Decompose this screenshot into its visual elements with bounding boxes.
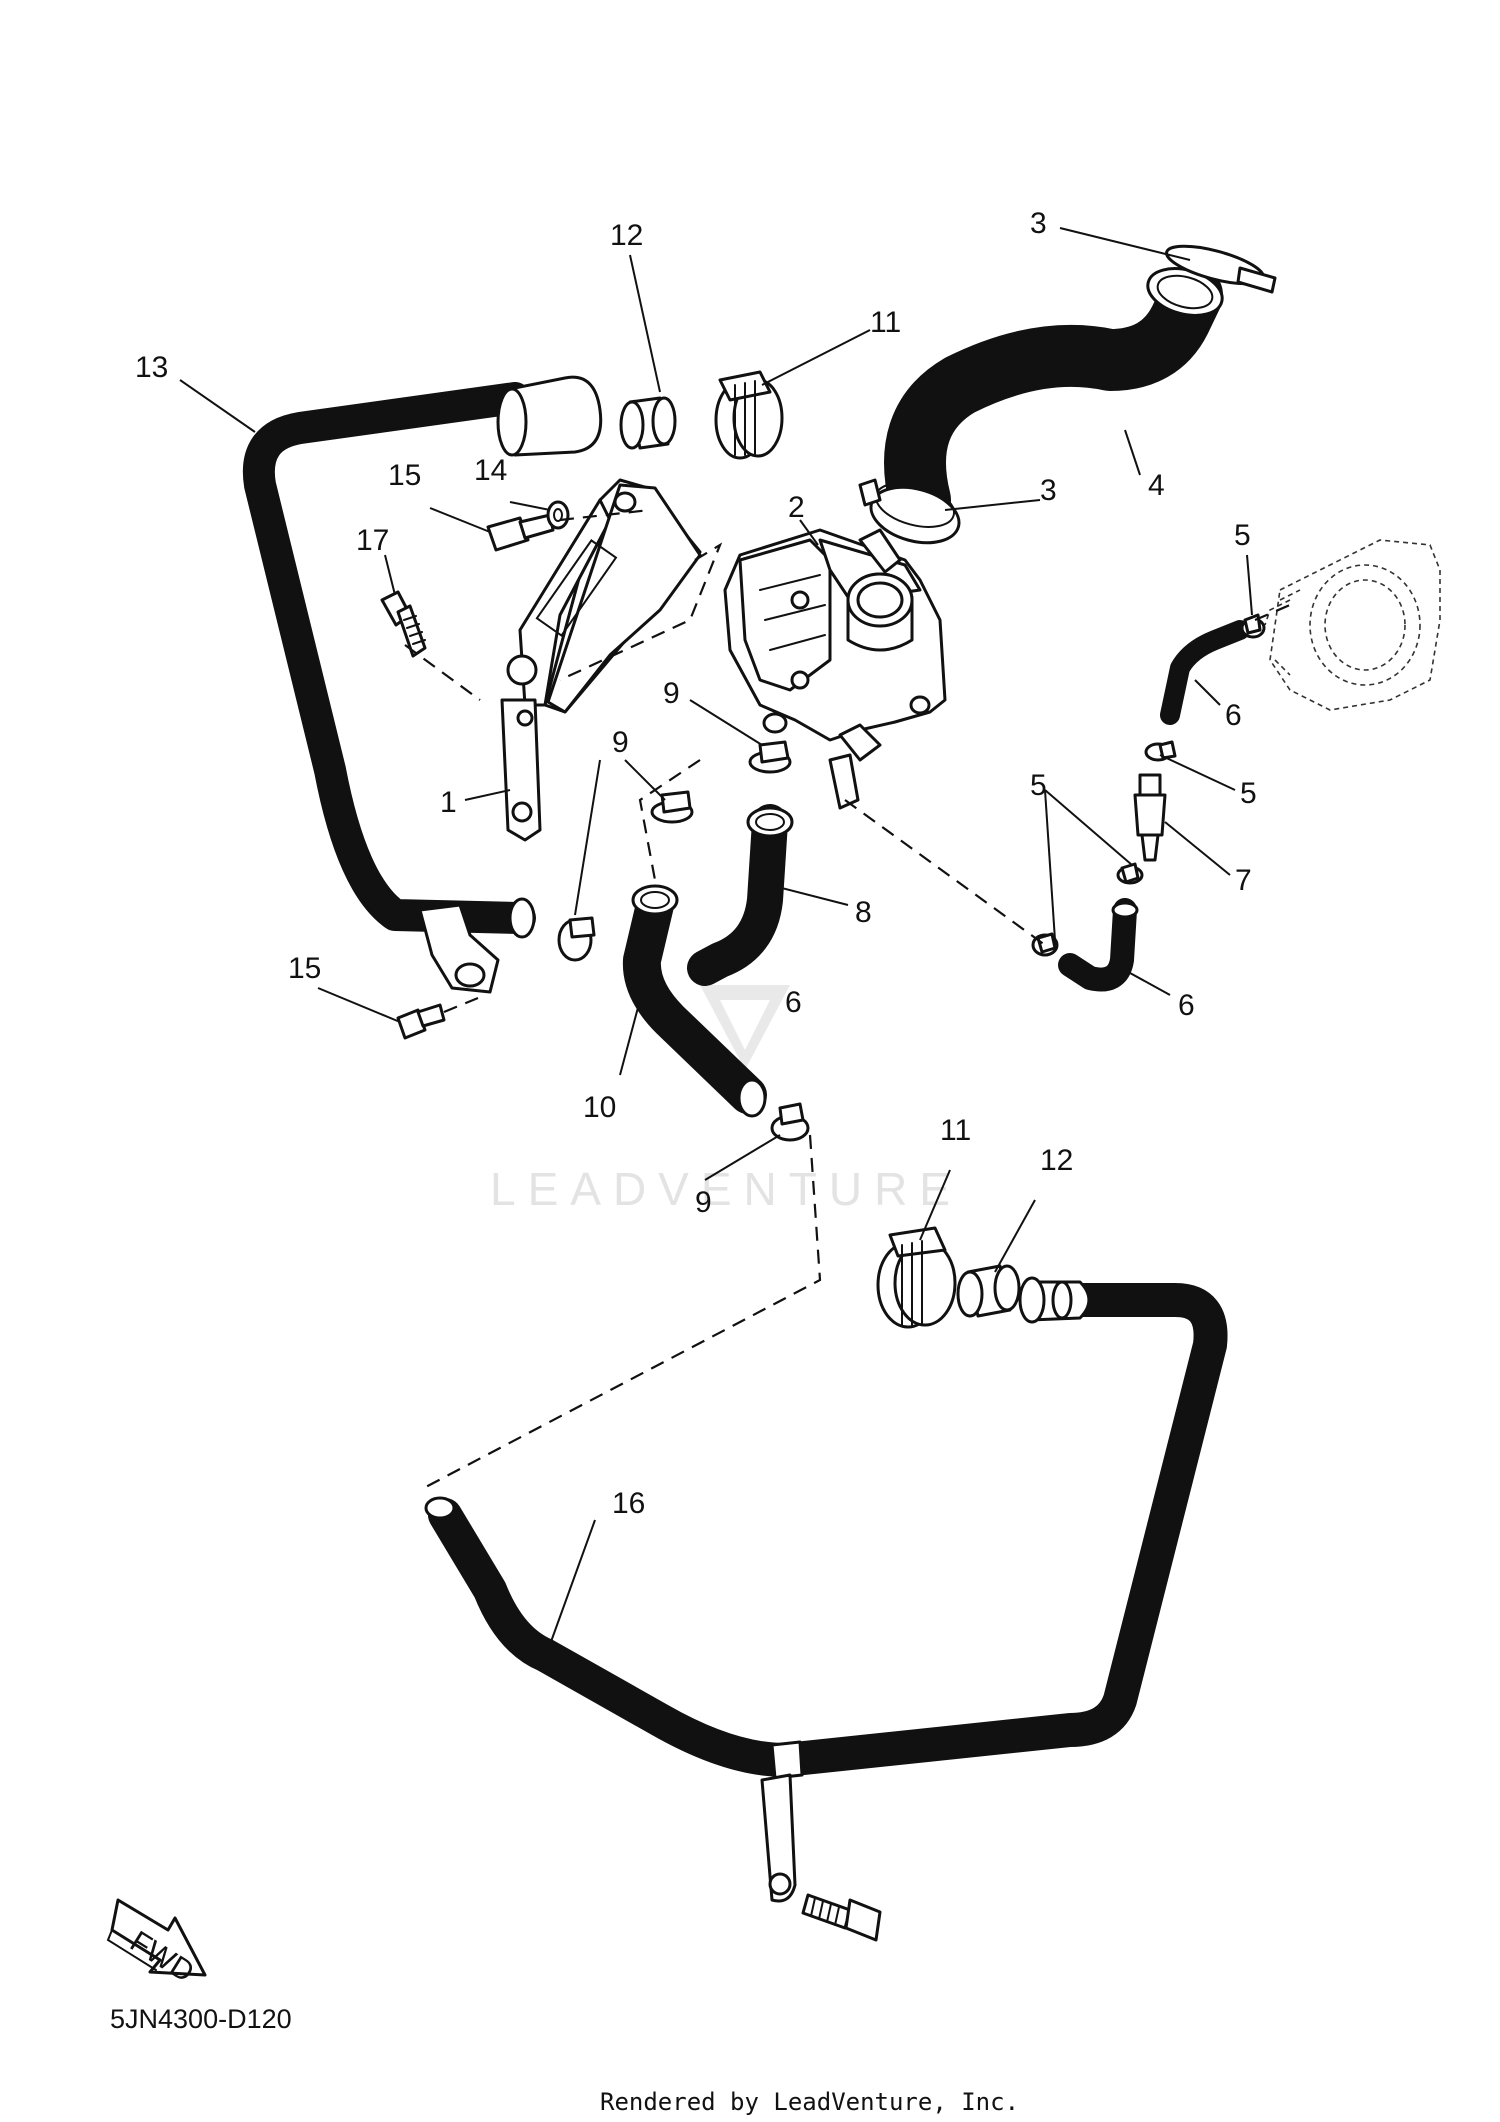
callout-6-center: 6: [785, 986, 802, 1019]
part-3-hose-clamp-upper: [1165, 244, 1277, 294]
part-9-clamp-d: [770, 1102, 810, 1142]
callout-8: 8: [855, 896, 872, 929]
callout-labels: 3 12 11 13 4 3 15 14 2 17 5 9 9 6 5 1 5 …: [135, 207, 1257, 1520]
part-2-air-valve: [723, 528, 947, 810]
part-3-hose-clamp-lower: [858, 478, 961, 545]
part-16-air-pipe: [424, 1276, 1228, 1903]
part-9-clamp-b: [650, 790, 694, 824]
part-15-bolt-upper: [486, 513, 555, 552]
callout-11-upper: 11: [870, 306, 901, 339]
callout-15-upper: 15: [388, 459, 421, 492]
part-6-hose-lower-right: [1058, 898, 1139, 992]
part-9-clamp-c: [557, 916, 596, 962]
part-13-air-pipe: [242, 375, 603, 994]
cylinder-cover-reference: [1264, 539, 1441, 711]
callout-12-upper: 12: [610, 219, 643, 252]
callout-5-mid: 5: [1030, 769, 1047, 802]
callout-6-lower-right: 6: [1178, 989, 1195, 1022]
part-4-hose: [884, 264, 1224, 531]
callout-12-lower: 12: [1040, 1144, 1073, 1177]
callout-2: 2: [788, 491, 805, 524]
watermark-text: LEADVENTURE: [490, 1163, 962, 1215]
part-5-clamp-c: [1116, 862, 1144, 885]
callout-5-right: 5: [1240, 777, 1257, 810]
callout-4: 4: [1148, 469, 1165, 502]
callout-9-center: 9: [663, 677, 680, 710]
callout-1: 1: [440, 786, 457, 819]
part-11-hose-clamp-top: [714, 370, 784, 460]
part-7-check-valve: [1133, 773, 1167, 862]
part-12-grommet-lower: [956, 1264, 1021, 1318]
part-1-bracket: [500, 478, 702, 842]
part-6-hose-upper: [1160, 620, 1250, 725]
callout-10: 10: [583, 1091, 616, 1124]
callout-9-left: 9: [612, 726, 629, 759]
part-5-clamp-d: [1031, 932, 1059, 957]
callout-13: 13: [135, 351, 168, 384]
watermark-logo-icon: [700, 985, 790, 1070]
part-5-clamp-b: [1144, 740, 1177, 762]
drawing-code: 5JN4300-D120: [110, 2004, 292, 2034]
part-17-bolt: [380, 590, 427, 658]
callout-5-top: 5: [1234, 519, 1251, 552]
callout-3-upper: 3: [1030, 207, 1047, 240]
footer-credit: Rendered by LeadVenture, Inc.: [600, 2088, 1019, 2116]
part-11-hose-clamp-lower: [876, 1226, 957, 1329]
callout-11-lower: 11: [940, 1114, 971, 1147]
part-9-clamp-a: [748, 740, 792, 774]
part-8-hose: [687, 804, 794, 986]
part-12-grommet-top: [619, 396, 677, 450]
callout-6-upper: 6: [1225, 699, 1242, 732]
callout-9-lower: 9: [695, 1186, 712, 1219]
part-5-clamp-a: [1240, 613, 1266, 639]
part-15-bolt-lower: [396, 996, 479, 1040]
bolt-lower-reference: [801, 1893, 882, 1942]
callout-3-lower: 3: [1040, 474, 1057, 507]
callout-17: 17: [356, 524, 389, 557]
callout-14: 14: [474, 454, 507, 487]
callout-15-lower: 15: [288, 952, 321, 985]
callout-16: 16: [612, 1487, 645, 1520]
callout-7: 7: [1235, 864, 1252, 897]
part-10-hose: [622, 884, 767, 1118]
part-14-washer: [546, 500, 570, 530]
fwd-arrow-icon: FWD: [106, 1898, 207, 1989]
leader-lines: [179, 227, 1253, 1651]
